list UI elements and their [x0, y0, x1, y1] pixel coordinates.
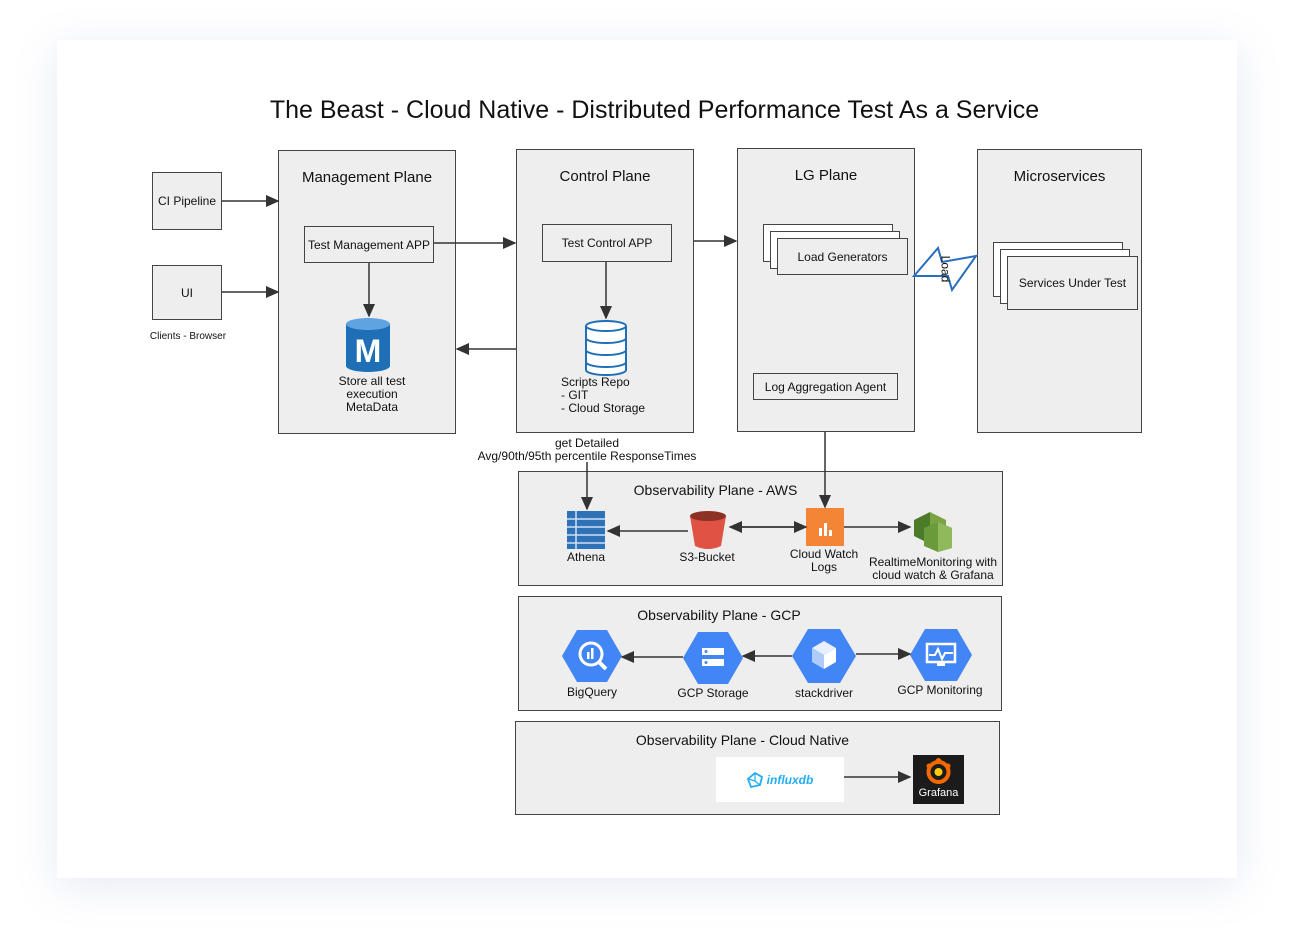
bigquery-label: BigQuery	[566, 685, 618, 699]
grafana-logo: Grafana	[913, 755, 964, 804]
bigquery-icon	[562, 628, 622, 684]
stackdriver-label: stackdriver	[794, 686, 853, 700]
gcp-monitoring-label: GCP Monitoring	[897, 683, 983, 697]
log-aggregation-agent: Log Aggregation Agent	[753, 373, 898, 400]
cloud-native-plane-title: Observability Plane - Cloud Native	[635, 732, 850, 748]
scripts-repo-label: Scripts Repo - GIT - Cloud Storage	[561, 375, 646, 415]
gcp-plane-title: Observability Plane - GCP	[637, 607, 801, 623]
aws-plane-title: Observability Plane - AWS	[633, 482, 798, 498]
athena-icon	[566, 510, 606, 550]
grafana-icon	[926, 758, 951, 784]
gcp-monitoring-icon	[910, 627, 972, 683]
log-aggregation-agent-label: Log Aggregation Agent	[764, 379, 887, 394]
control-plane-title: Control Plane	[559, 168, 651, 185]
influxdb-cube-icon	[746, 771, 763, 788]
scripts-repo-icon	[584, 320, 628, 376]
response-times-query-label: get Detailed Avg/90th/95th percentile Re…	[477, 436, 697, 463]
db-letter: M	[355, 333, 382, 369]
metadata-store-label: Store all test execution MetaData	[338, 374, 406, 414]
load-lightning-icon	[911, 245, 979, 293]
cloudwatch-logs-label: Cloud Watch Logs	[789, 547, 859, 574]
diagram-title: The Beast - Cloud Native - Distributed P…	[269, 96, 1040, 124]
microservices-title: Microservices	[1013, 168, 1106, 185]
clients-caption: Clients - Browser	[149, 331, 227, 342]
test-management-app-label: Test Management APP	[307, 237, 431, 252]
services-under-test-label: Services Under Test	[1018, 276, 1127, 290]
athena-label: Athena	[566, 550, 606, 564]
control-plane: Control Plane	[516, 149, 694, 433]
ui-label: UI	[181, 285, 193, 300]
grafana-label: Grafana	[918, 787, 959, 799]
s3-bucket-label: S3-Bucket	[679, 550, 735, 564]
cloudwatch-logs-icon	[806, 508, 844, 546]
gcp-storage-icon	[683, 630, 743, 686]
s3-bucket-icon	[688, 510, 728, 550]
load-generators: Load Generators	[777, 238, 908, 275]
management-plane: Management Plane	[278, 150, 456, 434]
ui-box: UI	[152, 265, 222, 320]
realtime-monitoring-label: RealtimeMonitoring with cloud watch & Gr…	[868, 555, 998, 582]
stackdriver-icon	[792, 627, 856, 685]
ci-pipeline-label: CI Pipeline	[157, 194, 217, 208]
gcp-storage-label: GCP Storage	[677, 686, 749, 700]
test-management-app: Test Management APP	[304, 226, 434, 263]
services-under-test: Services Under Test	[1007, 256, 1138, 310]
ci-pipeline-box: CI Pipeline	[152, 172, 222, 230]
load-generators-label: Load Generators	[797, 249, 888, 264]
lg-plane-title: LG Plane	[794, 167, 858, 184]
influxdb-logo: influxdb	[716, 757, 844, 802]
influxdb-label: influxdb	[766, 772, 814, 787]
test-control-app-label: Test Control APP	[561, 236, 653, 250]
test-control-app: Test Control APP	[542, 224, 672, 262]
realtime-monitoring-icon	[910, 506, 956, 552]
management-plane-title: Management Plane	[301, 169, 433, 186]
metadata-db-icon: M	[346, 318, 390, 372]
